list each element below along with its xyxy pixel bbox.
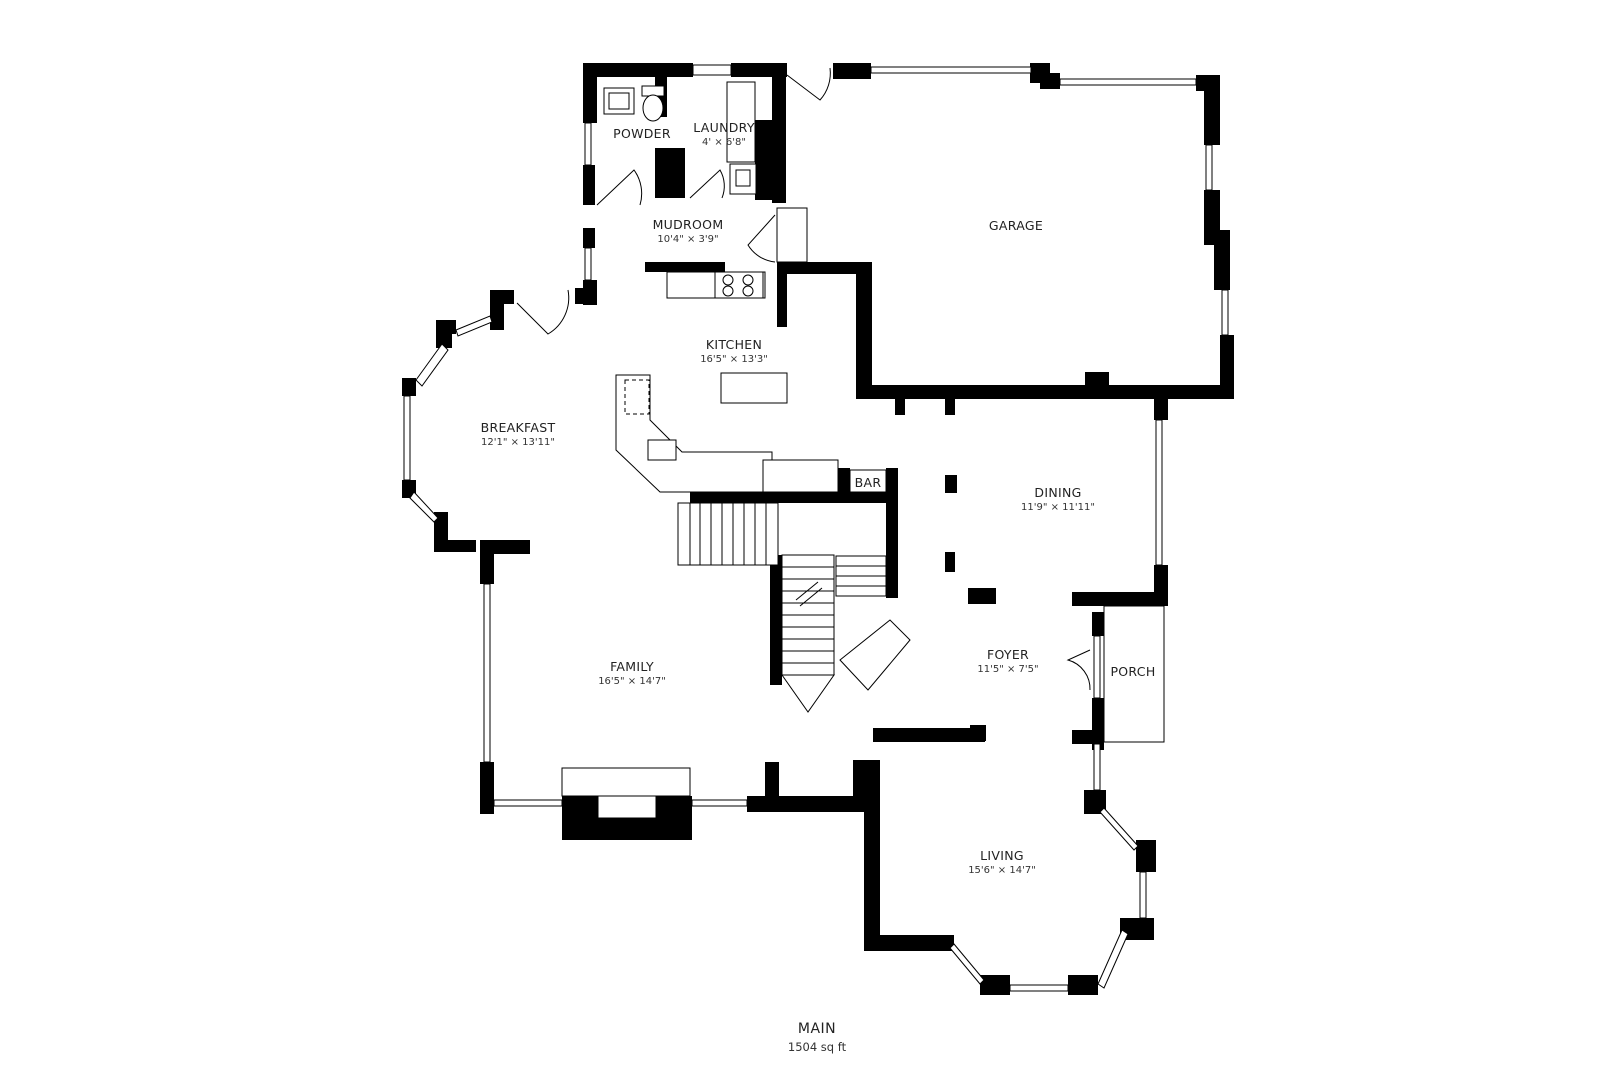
stairs	[677, 502, 911, 713]
room-dim-living: 15'6" × 14'7"	[968, 865, 1036, 876]
room-dim-laundry: 4' × 6'8"	[702, 137, 746, 148]
floor-area: 1504 sq ft	[788, 1040, 847, 1054]
room-name-mudroom: MUDROOM	[653, 217, 724, 232]
room-name-family: FAMILY	[610, 659, 654, 674]
room-name-bar: BAR	[855, 475, 882, 490]
room-dim-dining: 11'9" × 11'11"	[1021, 502, 1095, 513]
room-dim-breakfast: 12'1" × 13'11"	[481, 437, 555, 448]
room-dim-mudroom: 10'4" × 3'9"	[657, 234, 718, 245]
room-name-powder: POWDER	[613, 126, 671, 141]
room-labels: POWDER LAUNDRY 4' × 6'8" MUDROOM 10'4" ×…	[481, 120, 1156, 1054]
walls	[402, 63, 1234, 995]
room-dim-foyer: 11'5" × 7'5"	[977, 664, 1038, 675]
room-name-breakfast: BREAKFAST	[481, 420, 556, 435]
fixtures	[561, 81, 1165, 819]
room-name-porch: PORCH	[1110, 664, 1155, 679]
room-name-laundry: LAUNDRY	[693, 120, 755, 135]
floor-name: MAIN	[798, 1021, 836, 1037]
room-dim-family: 16'5" × 14'7"	[598, 676, 666, 687]
room-name-garage: GARAGE	[989, 218, 1043, 233]
room-dim-kitchen: 16'5" × 13'3"	[700, 354, 768, 365]
room-name-living: LIVING	[980, 848, 1024, 863]
room-name-dining: DINING	[1034, 485, 1081, 500]
room-name-kitchen: KITCHEN	[706, 337, 762, 352]
room-name-foyer: FOYER	[987, 647, 1029, 662]
doors	[516, 67, 1091, 691]
windows	[403, 64, 1229, 992]
